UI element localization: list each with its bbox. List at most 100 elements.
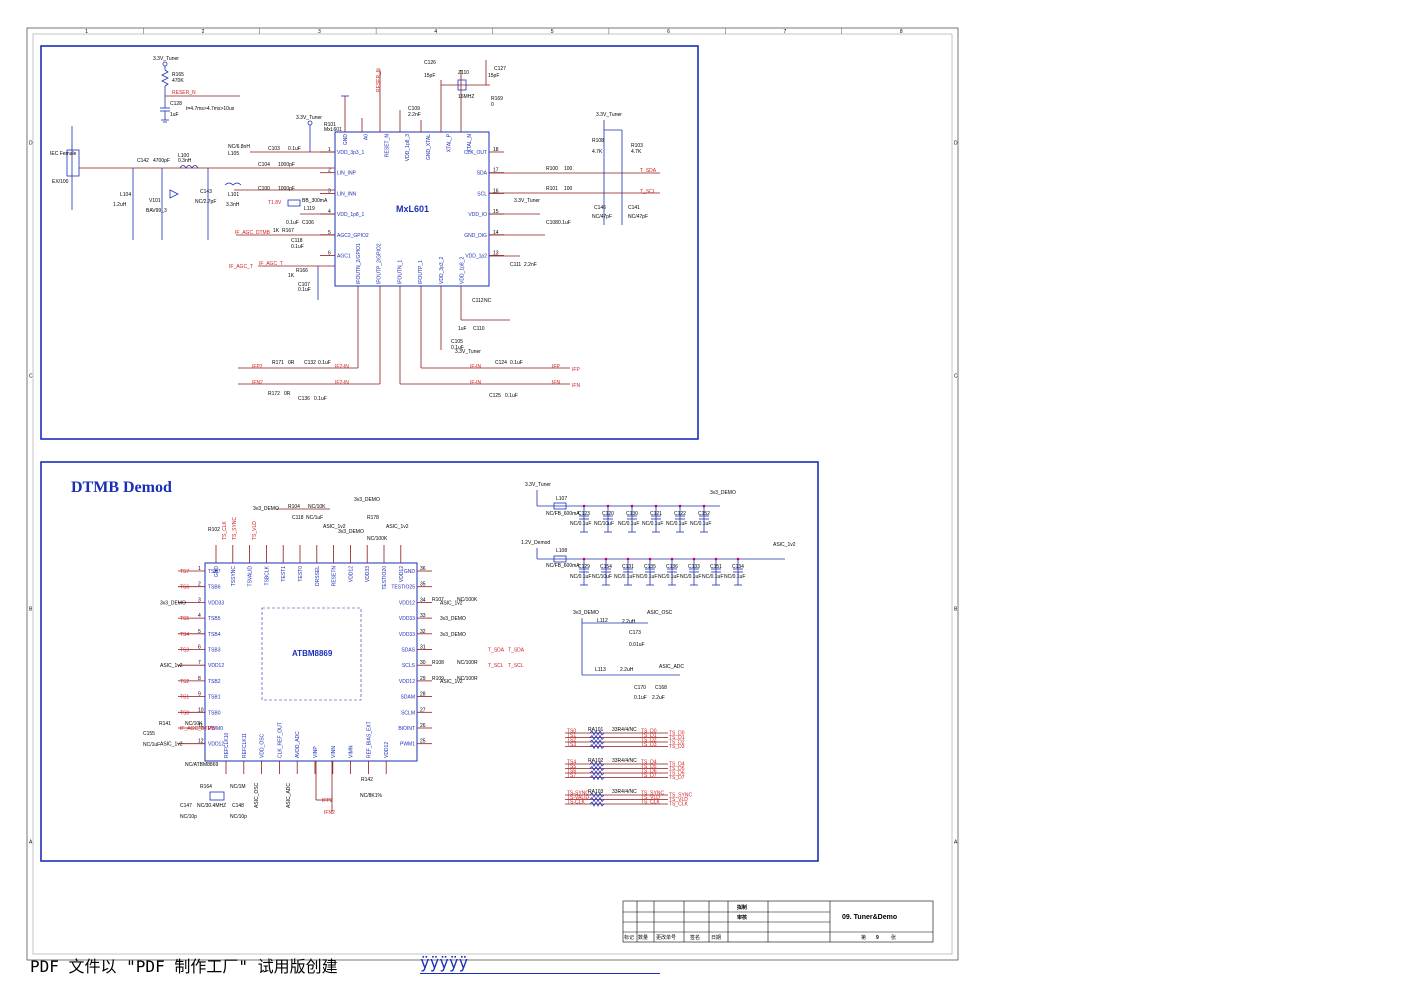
- atbm-pin-name: TSSYNC: [231, 566, 237, 587]
- c126-label: C126: [424, 60, 436, 66]
- grid-letter: C: [29, 374, 33, 380]
- r171-label: R171: [272, 360, 284, 366]
- atbm-pin-name: PWM0: [208, 726, 223, 732]
- ferrite-l108: [553, 555, 567, 563]
- power-port: [162, 61, 168, 67]
- atbm-pin-name: VDD12: [399, 600, 415, 606]
- ifin-p: IF-IN: [470, 364, 481, 370]
- l108-label: L108: [556, 548, 567, 554]
- atbm-pin-name: VDD12: [208, 742, 224, 748]
- c168-value: 2.2uF: [652, 695, 665, 701]
- r164-label: R164: [200, 784, 212, 790]
- atbm-right-net: T_SCL: [488, 663, 504, 669]
- atbm-right-port: T_SDA: [508, 648, 525, 654]
- atbm-right-port: T_SCL: [508, 663, 524, 669]
- l105-value: NC/6.8nH: [228, 144, 250, 150]
- power-row2-capacitors: C129NC/0.1uFC154NC/10uFC131NC/0.1uFC135N…: [570, 557, 745, 586]
- v101-value: BAV99_3: [146, 208, 167, 214]
- cap-value: NC/0.1uF: [636, 574, 657, 580]
- cap-id: C135: [644, 564, 656, 570]
- atbm-left-net: ASIC_1v2: [160, 742, 183, 748]
- r108-value: 4.7K: [592, 149, 603, 155]
- ifn-port: IFN: [552, 380, 560, 386]
- mxl-pin-name: VDD_1p2: [465, 254, 487, 260]
- c128-value: 1uF: [170, 112, 179, 118]
- reset-n-chip: RESER_N: [376, 68, 382, 92]
- cap-id: C121: [650, 511, 662, 517]
- r101-label: R101: [546, 186, 558, 192]
- atbm-pin-name: TSB1: [208, 695, 221, 701]
- iec-connector: [66, 149, 80, 177]
- cap-value: NC/0.1uF: [618, 521, 639, 527]
- atbm-pin-name: TSBCLK: [264, 565, 270, 585]
- grid-number: 7: [783, 29, 786, 35]
- pdf-watermark-link[interactable]: ÿÿÿÿÿ: [420, 953, 469, 972]
- v33-right-label: 3.3V_Tuner: [596, 112, 622, 118]
- atbm-left-net: IF_AGC_DTMB: [180, 726, 216, 732]
- mxl-pin-name: GND: [343, 134, 349, 146]
- v33demo-top3: 3v3_DEMO: [338, 529, 364, 535]
- ts-in-net: TS2: [567, 738, 576, 744]
- ra101-label: RA101: [588, 727, 604, 733]
- atbm-pin-name: TESTIO25: [391, 585, 415, 591]
- r165-value: 470K: [172, 78, 184, 84]
- atbm-pin-name: SDAS: [401, 648, 415, 654]
- c170-label: C170: [634, 685, 646, 691]
- ts-out-net: TS_D5: [641, 764, 657, 770]
- cap-id: C130: [626, 511, 638, 517]
- atbm-right-net: ASIC_1v2: [440, 679, 463, 685]
- diode-v101: [169, 189, 179, 199]
- atbm-pin-name: DRSSEL: [315, 566, 321, 586]
- ts-in-net: TS5: [567, 764, 576, 770]
- junction-dot: [678, 504, 682, 508]
- ifn-port-out: IFN: [572, 383, 580, 389]
- cap-value: NC/0.1uF: [658, 574, 679, 580]
- atbm-pin-number: 27: [420, 707, 426, 713]
- atbm-pin-number: 11: [198, 723, 203, 729]
- mxl-pin-name: AGC2_GPIO2: [337, 233, 369, 239]
- c112-value: NC: [484, 298, 492, 304]
- mxl-pin-number: 14: [493, 230, 499, 236]
- ts-out-port: TS_VLD: [669, 797, 688, 803]
- ifp-port-out: IFP: [572, 367, 580, 373]
- atbm-pin-number: 12: [198, 739, 204, 745]
- asic-osc-net: ASIC_OSC: [254, 782, 260, 808]
- t-scl-label: T_SCL: [640, 189, 656, 195]
- grid-number: 8: [900, 29, 903, 35]
- ts-in-net: TS-SYNC: [567, 791, 589, 797]
- c141-value: NC/47pF: [628, 214, 648, 220]
- r109-label: R109: [432, 676, 444, 682]
- r167-label: R167: [282, 228, 294, 234]
- ts-clk-net: TS_CLK: [222, 520, 228, 540]
- mxl-pin-name: XTAL_N: [467, 134, 473, 153]
- ts-out-port: TS_D5: [669, 766, 685, 772]
- c168-label: C168: [655, 685, 667, 691]
- atbm-left-net: TS0: [180, 710, 189, 716]
- atbm-pin-number: 30: [420, 660, 426, 666]
- reset-n-label: RESER_N: [172, 90, 196, 96]
- mxl-pin-name: IFOUTP_1: [418, 260, 424, 284]
- ts-in-net: TS0: [567, 729, 576, 735]
- ifin-n: IF-IN: [470, 380, 481, 386]
- c118-d-value: NC/1uF: [306, 515, 323, 521]
- link-underline: [420, 973, 660, 974]
- asic1v2-top2: ASIC_1v2: [386, 524, 409, 530]
- grid-letter: D: [954, 141, 958, 147]
- atbm-pin-name: PWM1: [400, 742, 415, 748]
- c104-value: 1000pF: [278, 162, 295, 168]
- c118-d-label: C118: [292, 515, 304, 521]
- r172-label: R172: [268, 391, 280, 397]
- tb-col-sign: 签名: [690, 934, 700, 941]
- cap-id: C136: [666, 564, 678, 570]
- c108-value: 0.1uF: [558, 220, 571, 226]
- mxl601-ref: MxL601: [324, 127, 342, 133]
- c111-label: C111: [510, 262, 521, 268]
- cap-value: NC/0.1uF: [702, 574, 723, 580]
- mxl601-left-pins: VDD_3p3_11LIN_INP2LIN_INN3VDD_1p8_14AGC2…: [320, 147, 369, 260]
- atbm-left-net: TS6: [180, 585, 189, 591]
- ts-out-net: TS_D4: [641, 760, 657, 766]
- atbm-pin-number: 4: [198, 613, 201, 619]
- c155-label: C155: [143, 731, 155, 737]
- atbm-pin-name: REFCLK11: [242, 733, 248, 758]
